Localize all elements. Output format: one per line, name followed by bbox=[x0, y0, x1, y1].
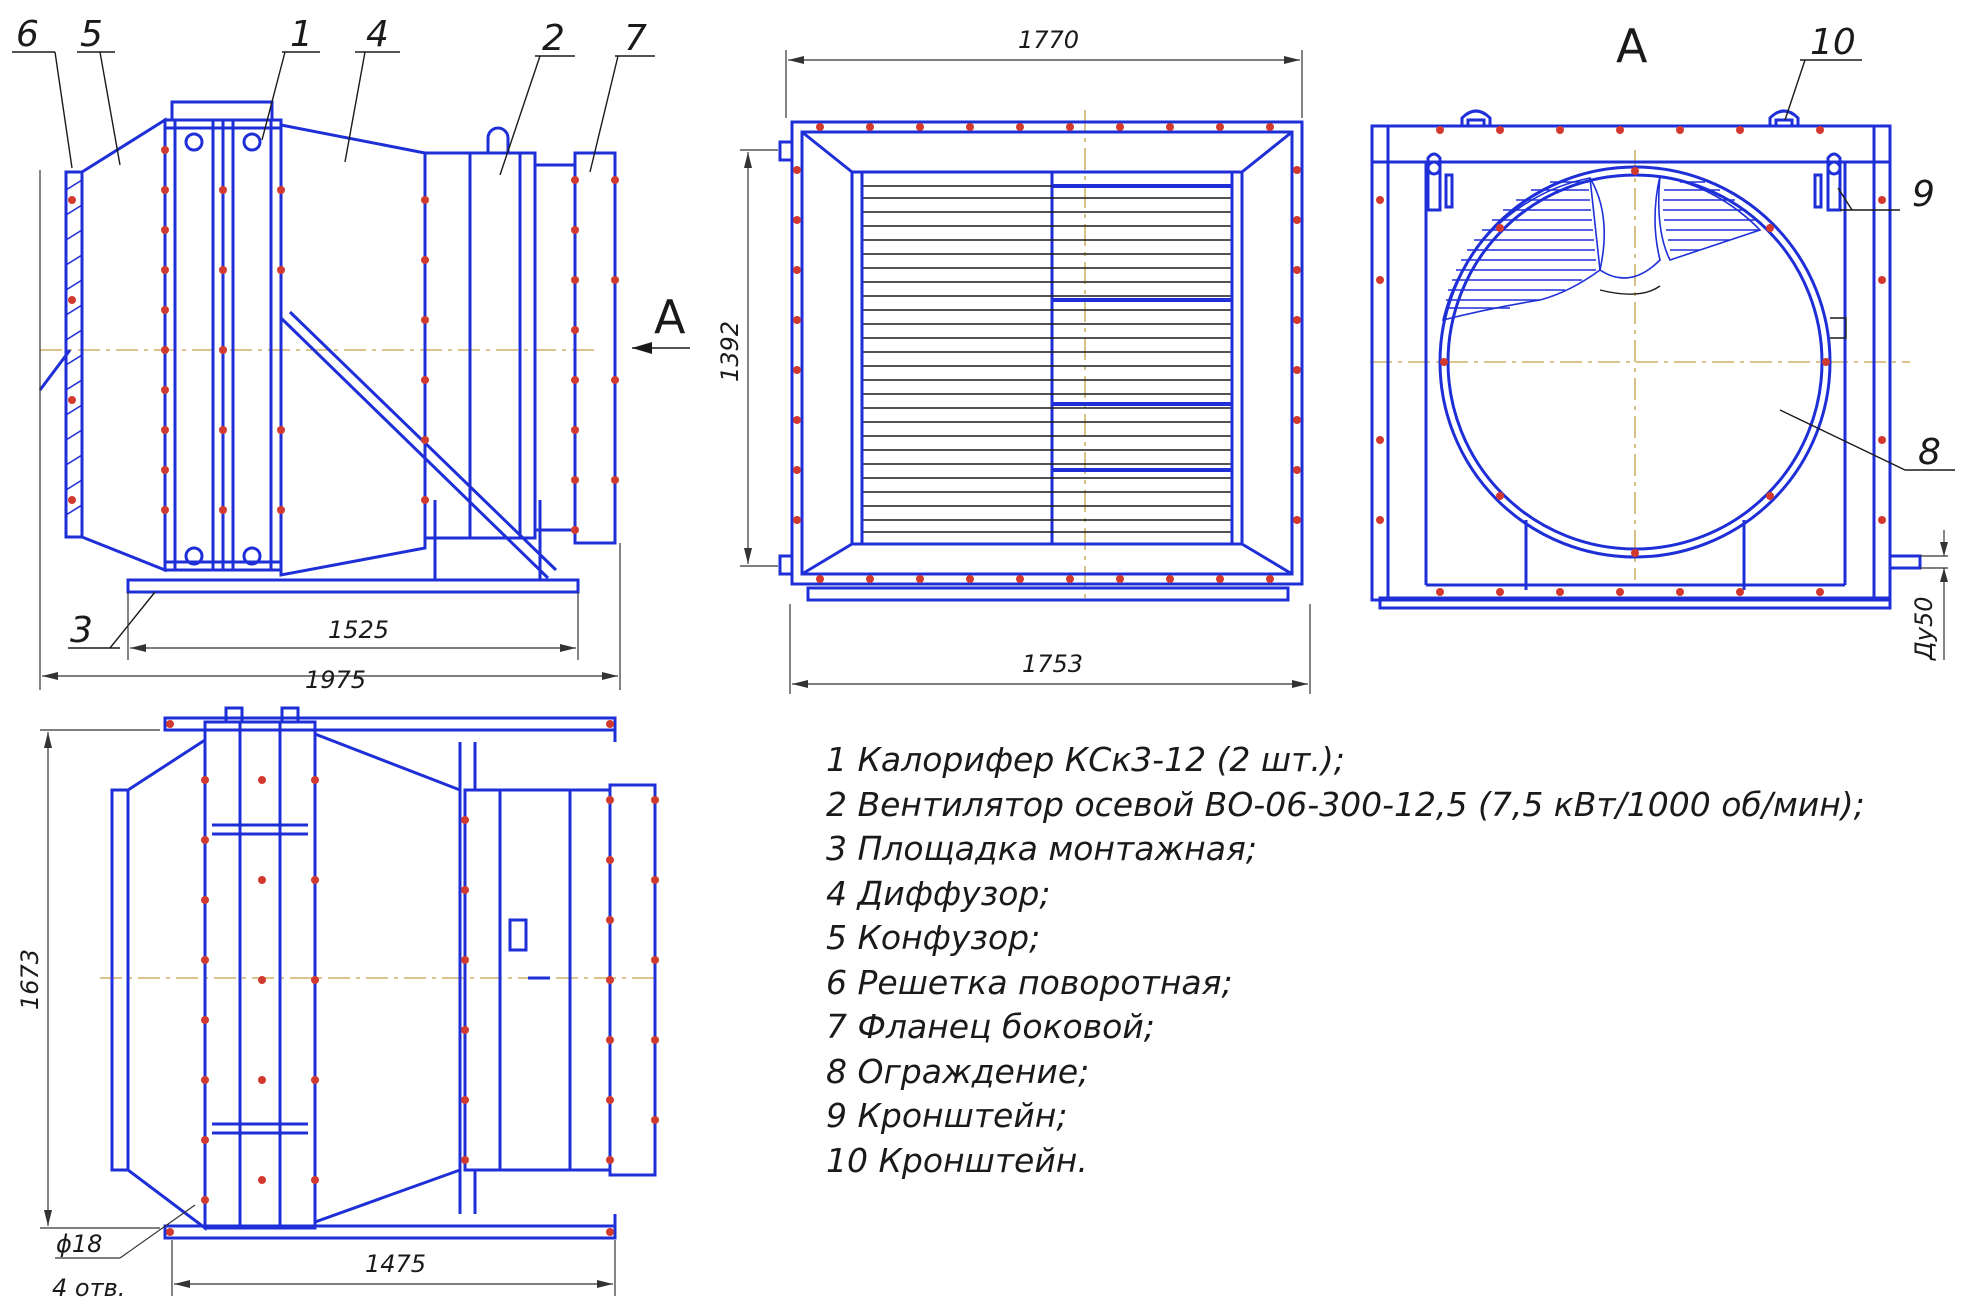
dim-front-height: 1392 bbox=[716, 321, 744, 382]
view-arrow-label: А bbox=[654, 290, 686, 344]
dim-plan-length: 1475 bbox=[365, 1250, 426, 1278]
plan-heaters bbox=[203, 720, 317, 1230]
mounting-platform bbox=[126, 578, 580, 594]
plan-side-flange bbox=[608, 783, 657, 1177]
fan-lifting-eye bbox=[486, 126, 510, 153]
legend-item-8: 8 Ограждение; bbox=[826, 1051, 1090, 1091]
dim-hole-diameter: ϕ18 bbox=[56, 1230, 102, 1258]
plan-view-bolts bbox=[166, 720, 659, 1236]
plan-fan bbox=[463, 788, 612, 1172]
side-flange bbox=[573, 151, 617, 545]
legend-item-4: 4 Диффузор; bbox=[826, 873, 1051, 913]
callout-3: 3 bbox=[70, 610, 93, 651]
dim-front-width-bottom: 1753 bbox=[1022, 650, 1083, 678]
dim-nozzle: Ду50 bbox=[1910, 597, 1938, 662]
callout-7: 7 bbox=[624, 18, 647, 59]
drain-nozzle bbox=[1888, 554, 1922, 570]
bracket-right bbox=[1826, 152, 1842, 212]
front-view: 1770 1392 1753 bbox=[716, 26, 1311, 694]
dim-front-width-top: 1770 bbox=[1018, 26, 1079, 54]
plan-confusor bbox=[126, 737, 207, 1232]
legend-item-7: 7 Фланец боковой; bbox=[826, 1007, 1155, 1046]
callout-10: 10 bbox=[1810, 22, 1856, 63]
plan-view: 1673 1475 ϕ18 4 отв. bbox=[16, 706, 660, 1302]
callout-1: 1 bbox=[290, 14, 313, 55]
side-view: А 6 5 1 4 2 7 3 1525 1975 bbox=[12, 14, 690, 694]
legend-item-6: 6 Решетка поворотная; bbox=[826, 962, 1233, 1002]
grille-handle bbox=[38, 349, 72, 391]
lifting-lug-left bbox=[1460, 109, 1492, 126]
callout-9: 9 bbox=[1912, 174, 1935, 215]
diffuser bbox=[279, 123, 427, 577]
heater-top-flange bbox=[170, 100, 274, 122]
fan-blade-hatching bbox=[1441, 175, 1762, 322]
legend-item-2: 2 Вентилятор осевой ВО-06-300-12,5 (7,5 … bbox=[826, 784, 1865, 824]
callout-6: 6 bbox=[16, 14, 39, 55]
dim-side-base: 1525 bbox=[328, 616, 389, 644]
view-a: А bbox=[1370, 19, 1955, 661]
legend-item-10: 10 Кронштейн. bbox=[826, 1140, 1088, 1180]
heater-core bbox=[850, 170, 1244, 546]
callout-2: 2 bbox=[542, 18, 565, 59]
confusor bbox=[80, 117, 167, 573]
plan-rail-top bbox=[163, 716, 617, 732]
parts-legend: 1 Калорифер КСк3-12 (2 шт.); 2 Вентилято… bbox=[826, 738, 1865, 1183]
callout-4: 4 bbox=[366, 14, 389, 55]
view-a-bolts bbox=[1376, 126, 1886, 596]
legend-item-1: 1 Калорифер КСк3-12 (2 шт.); bbox=[826, 740, 1345, 779]
support-brace bbox=[279, 316, 550, 580]
legend-item-3: 3 Площадка монтажная; bbox=[826, 829, 1257, 868]
front-outer-frame bbox=[790, 120, 1304, 586]
axial-fan bbox=[423, 151, 537, 540]
view-a-title: А bbox=[1616, 19, 1648, 73]
front-view-bolts bbox=[793, 123, 1301, 583]
side-view-bolts bbox=[68, 146, 619, 534]
front-platform bbox=[806, 586, 1290, 602]
callout-5: 5 bbox=[80, 14, 103, 55]
dim-hole-count: 4 отв. bbox=[52, 1274, 125, 1302]
lifting-lug-right bbox=[1768, 109, 1800, 126]
plan-grille bbox=[110, 788, 130, 1172]
legend-item-9: 9 Кронштейн; bbox=[826, 1096, 1068, 1135]
view-a-frame bbox=[1370, 124, 1892, 602]
callout-8: 8 bbox=[1918, 432, 1941, 473]
dim-side-overall: 1975 bbox=[305, 666, 366, 694]
dim-plan-depth: 1673 bbox=[16, 949, 44, 1010]
bracket-left bbox=[1426, 152, 1442, 212]
heater-fins bbox=[860, 172, 1234, 544]
plan-terminal-box bbox=[508, 918, 528, 952]
legend-item-5: 5 Конфузор; bbox=[826, 918, 1041, 957]
